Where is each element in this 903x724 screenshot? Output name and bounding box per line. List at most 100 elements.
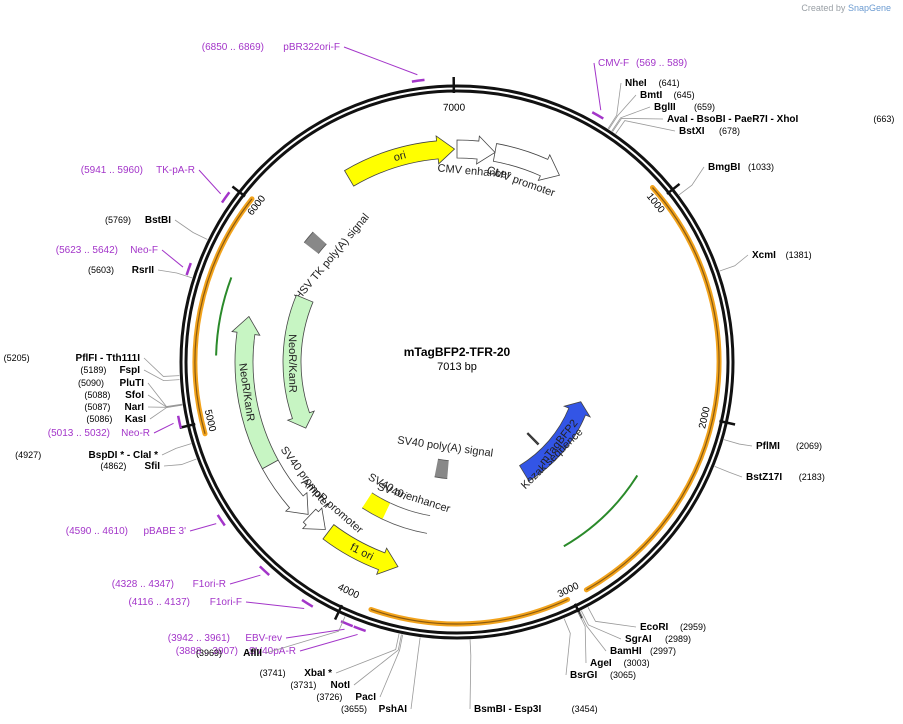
- primer-range: (5941 .. 5960): [81, 165, 143, 176]
- primer-mark: [176, 415, 183, 429]
- primer-ebv-rev: EBV-rev(3942 .. 3961): [168, 620, 354, 644]
- backbone-layer: [179, 84, 735, 640]
- enzyme-position: (2989): [665, 634, 691, 644]
- enzyme-site: BstXI(678): [615, 120, 740, 137]
- enzyme-name: BmgBI: [708, 162, 740, 173]
- enzyme-name: KasI: [125, 414, 146, 425]
- enzyme-site: RsrII(5603): [88, 265, 193, 279]
- watermark: Created by SnapGene: [801, 3, 891, 13]
- enzyme-position: (5769): [105, 215, 131, 225]
- feature-arrow: [343, 135, 456, 187]
- primer-mark: [411, 78, 425, 83]
- enzyme-leader: [147, 394, 183, 408]
- enzyme-leader: [714, 466, 743, 478]
- enzyme-position: (2959): [680, 622, 706, 632]
- feature-outline: [303, 231, 327, 254]
- enzyme-leader: [587, 607, 637, 628]
- enzyme-site: PacI(3726): [316, 634, 404, 703]
- enzyme-leader: [353, 634, 402, 686]
- enzyme-position: (5088): [84, 390, 110, 400]
- enzyme-site: NotI(3731): [290, 634, 402, 691]
- enzyme-site: XcmI (1381): [719, 250, 812, 272]
- primer-mark: [340, 620, 354, 628]
- primer-mark: [220, 191, 231, 204]
- enzyme-leader: [577, 612, 587, 664]
- neo-orf-line: [215, 277, 233, 356]
- primer-name: EBV-rev: [245, 633, 282, 644]
- enzyme-site: BglII(659): [611, 102, 715, 132]
- enzyme-site: SgrAI(2989): [580, 610, 691, 645]
- feature-label: HSV TK poly(A) signal: [292, 211, 371, 302]
- primer-range: (5013 .. 5032): [48, 428, 110, 439]
- enzyme-position: (1381): [786, 250, 812, 260]
- backbone-inner-circle: [184, 89, 730, 635]
- feature-label: ori: [392, 149, 407, 164]
- enzyme-name: BstXI: [679, 126, 705, 137]
- enzyme-name: XcmI: [752, 250, 776, 261]
- tick-mark: [666, 182, 681, 195]
- primer-f1ori-f: F1ori-F(4116 .. 4137): [128, 597, 314, 609]
- primer-range: (569 .. 589): [636, 58, 687, 69]
- primer-f1ori-r: F1ori-R(4328 .. 4347): [112, 565, 271, 590]
- bfp-orf-line: [563, 474, 639, 548]
- enzyme-name: BmtI: [640, 90, 662, 101]
- enzyme-site: AvaI - BsoBI - PaeR7I - XhoI(663): [612, 114, 894, 132]
- kozak-mark: [527, 432, 540, 445]
- enzyme-site: PflMI (2069): [723, 439, 822, 452]
- enzyme-site: BspDI * - ClaI *(4927): [15, 443, 192, 461]
- primer-mark: [353, 625, 367, 633]
- feature-neor-kanr: NeoR/KanR: [282, 294, 316, 429]
- enzyme-site: BmgBI (1033): [678, 162, 774, 196]
- orf-arc-left-core: [194, 198, 253, 434]
- enzyme-name: BamHI: [610, 646, 642, 657]
- enzyme-position: (5189): [80, 365, 106, 375]
- enzyme-site: BsrGI(3065): [563, 618, 636, 681]
- enzyme-name: PflMI: [756, 441, 780, 452]
- feature-band: [382, 502, 431, 534]
- enzyme-name: PflFI - Tth111I: [76, 353, 141, 364]
- enzyme-name: PluTI: [120, 378, 145, 389]
- enzyme-position: (3741): [260, 668, 286, 678]
- feature-arrow: [261, 459, 309, 515]
- feature-outline: [434, 458, 449, 479]
- tick-mark: [231, 185, 246, 198]
- enzyme-site: AgeI(3003): [577, 612, 650, 669]
- enzyme-name: SfiI: [144, 461, 160, 472]
- enzyme-position: (641): [659, 78, 680, 88]
- feature-f1-ori: f1 ori: [322, 524, 399, 575]
- enzyme-site: AflII(3969): [196, 616, 346, 659]
- primer-mark: [258, 565, 271, 576]
- feature-arrow: [282, 294, 316, 429]
- enzyme-leader: [143, 357, 180, 377]
- primer-mark: [591, 111, 604, 120]
- primer-leader: [299, 633, 358, 652]
- primer-leader: [189, 523, 217, 532]
- primer-leader: [161, 249, 184, 268]
- enzyme-leader: [161, 443, 192, 456]
- enzyme-leader: [174, 219, 208, 240]
- enzyme-name: BstZ17I: [746, 472, 782, 483]
- feature-label: NeoR/KanR: [286, 334, 299, 393]
- feature-label: SV40 poly(A) signal: [396, 434, 493, 459]
- enzyme-site: XbaI *(3741): [260, 633, 400, 679]
- feature-ori: ori: [343, 135, 456, 187]
- primer-neo-f: Neo-F (5623 .. 5642): [56, 245, 192, 276]
- enzyme-position: (1033): [748, 162, 774, 172]
- tick-label: 1000: [644, 191, 667, 216]
- primer-range: (5623 .. 5642): [56, 245, 118, 256]
- enzyme-leader: [563, 618, 571, 676]
- enzyme-site: SfoI(5088): [84, 390, 183, 408]
- enzyme-leader: [608, 94, 637, 130]
- primer-name: Neo-F: [130, 245, 158, 256]
- feature-outline: [361, 492, 391, 520]
- enzyme-leader: [611, 106, 651, 132]
- enzyme-position: (2069): [796, 441, 822, 451]
- orf-arc-main: [583, 185, 722, 593]
- primer-name: F1ori-R: [193, 579, 226, 590]
- enzyme-name: AgeI: [590, 658, 612, 669]
- primer-mark: [185, 262, 192, 276]
- enzyme-position: (5090): [78, 378, 104, 388]
- primer-pbr322ori-f: pBR322ori-F(6850 .. 6869): [202, 42, 425, 83]
- enzyme-position: (3726): [316, 692, 342, 702]
